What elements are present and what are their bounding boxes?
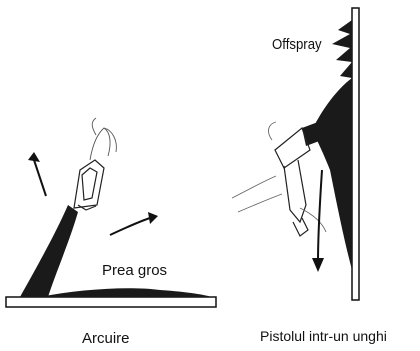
spray-cone-right [312,78,352,270]
substrate-wall [351,7,360,301]
gun-angle-caption: Pistolul intr-un unghi [260,328,387,344]
offspray-spikes [332,20,352,78]
spray-gun-icon [274,127,311,237]
thick-coating [40,288,212,297]
arcing-figure [5,117,217,308]
substrate-board [5,296,217,308]
spray-cone-left [20,205,78,297]
too-thick-label: Prea gros [102,262,168,279]
hand-icon [231,121,327,233]
offspray-label: Offspray [272,36,322,53]
arrow-icon [33,159,47,197]
arcing-caption: Arcuire [82,330,130,347]
gun-angle-caption-cut: — — — — — — [262,344,365,351]
spray-gun-icon [73,159,105,211]
arrow-icon [312,258,324,272]
hand-icon [89,117,117,161]
arrow-icon [28,152,40,162]
angled-gun-figure [231,7,360,301]
arrow-icon [148,212,158,224]
arrow-icon [109,217,151,236]
arrow-icon [317,169,323,263]
